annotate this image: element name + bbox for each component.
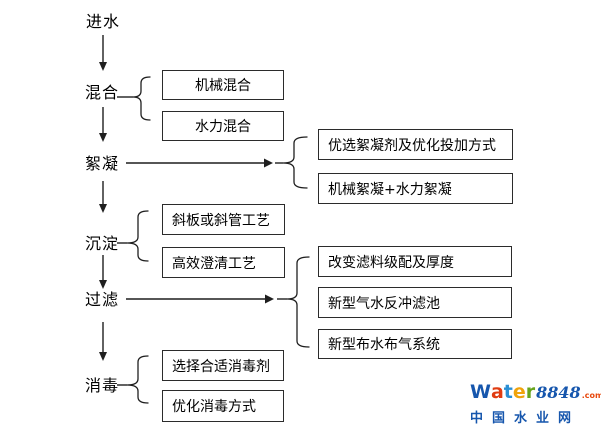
arrowhead bbox=[99, 352, 107, 361]
brand-number: 8848 bbox=[536, 383, 581, 402]
option-box-disinfectant-selection: 选择合适消毒剂 bbox=[162, 350, 284, 381]
option-box-flocculant-optimization: 优选絮凝剂及优化投加方式 bbox=[318, 129, 513, 160]
brand-letter: W bbox=[470, 381, 491, 403]
arrowhead bbox=[264, 158, 273, 168]
brace-sedimentation bbox=[126, 210, 149, 262]
watermark-brand: W a t e r 8848 .com bbox=[470, 381, 601, 406]
option-box-hydraulic-mixing: 水力混合 bbox=[162, 111, 284, 141]
stage-label-sedimentation: 沉淀 bbox=[85, 234, 120, 253]
stage-label-disinfection: 消毒 bbox=[85, 376, 120, 395]
option-box-disinfection-method: 优化消毒方式 bbox=[162, 390, 284, 422]
stage-label-inlet: 进水 bbox=[86, 12, 121, 31]
brace-mixing bbox=[132, 76, 151, 121]
option-box-high-efficiency-clarification: 高效澄清工艺 bbox=[162, 247, 285, 278]
stage-label-filtration: 过滤 bbox=[85, 290, 120, 309]
brand-suffix: .com bbox=[581, 391, 601, 400]
brand-letter: a bbox=[490, 381, 504, 403]
brand-letter: t bbox=[503, 381, 513, 403]
brace-filtration bbox=[286, 256, 310, 348]
watermark-logo: W a t e r 8848 .com 中国水业网 bbox=[470, 381, 601, 426]
watermark-tagline: 中国水业网 bbox=[470, 411, 581, 426]
brace-flocculation bbox=[282, 136, 308, 189]
option-box-mech-hydraulic-flocculation: 机械絮凝+水力絮凝 bbox=[318, 173, 513, 204]
arrowhead bbox=[99, 280, 107, 289]
brand-letter: r bbox=[525, 381, 536, 403]
stage-label-mixing: 混合 bbox=[85, 83, 120, 102]
arrowhead bbox=[265, 294, 274, 304]
arrowhead bbox=[99, 133, 107, 142]
option-box-water-air-distribution: 新型布水布气系统 bbox=[318, 329, 512, 359]
arrowhead bbox=[99, 204, 107, 213]
option-box-filter-media-gradation: 改变滤料级配及厚度 bbox=[318, 246, 512, 277]
option-box-inclined-plate-process: 斜板或斜管工艺 bbox=[162, 204, 285, 235]
brace-disinfection bbox=[126, 355, 149, 404]
option-box-air-water-backwash-filter: 新型气水反冲滤池 bbox=[318, 287, 512, 318]
arrowhead bbox=[99, 62, 107, 71]
brand-letter: e bbox=[512, 381, 526, 403]
option-box-mechanical-mixing: 机械混合 bbox=[162, 70, 284, 100]
stage-label-flocculation: 絮凝 bbox=[85, 154, 120, 173]
